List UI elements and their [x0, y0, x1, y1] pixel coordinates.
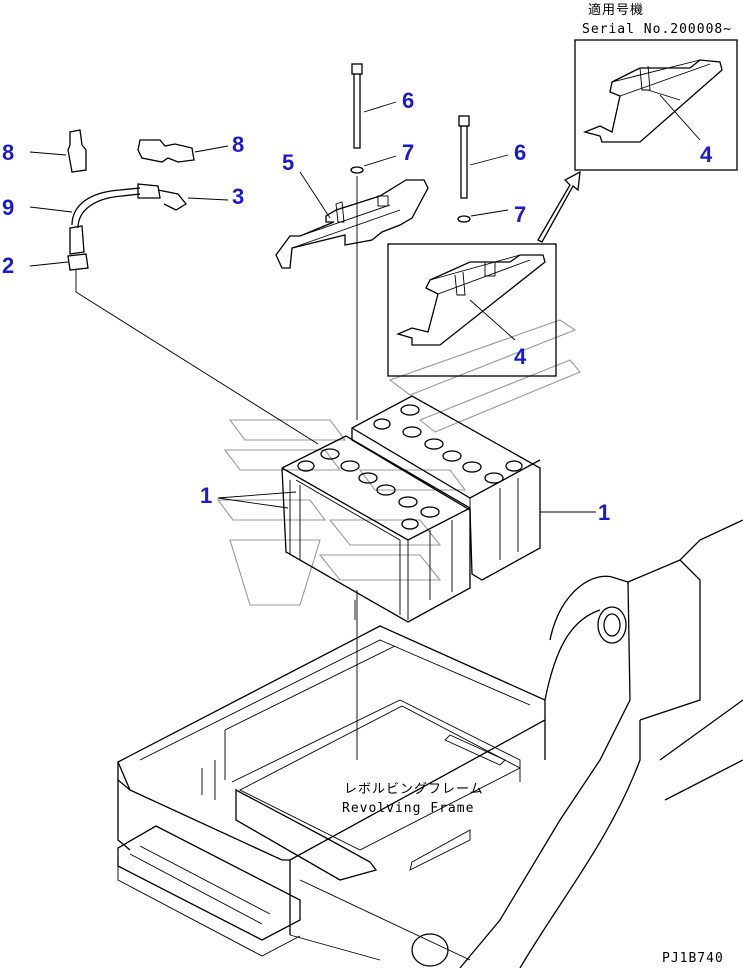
- washer-left: 7: [350, 140, 414, 174]
- bolt-right: 6: [458, 115, 526, 199]
- cable-terminal: 2: [2, 225, 319, 445]
- applicable-serial-label: 適用号機: [588, 2, 644, 18]
- callout-5: 5: [282, 150, 294, 175]
- battery-left: 1: [200, 435, 471, 623]
- terminal-cap-right: 8: [137, 132, 244, 163]
- revolving-frame: [117, 519, 743, 969]
- callout-7-left: 7: [402, 140, 414, 165]
- serial-number-text: Serial No.200008~: [582, 22, 732, 37]
- callout-7-right: 7: [514, 202, 526, 227]
- callout-6-left: 6: [402, 88, 414, 113]
- terminal-bolt: 3: [187, 184, 244, 209]
- terminal-cap-left: 8: [2, 129, 87, 173]
- callout-1-left: 1: [200, 483, 212, 508]
- bolt-left: 6: [351, 63, 414, 149]
- battery-clamp: 5: [275, 150, 429, 269]
- callout-3: 3: [232, 184, 244, 209]
- frame-label-japanese: レボルビングフレーム: [344, 782, 484, 797]
- callout-4-lower: 4: [514, 344, 527, 369]
- callout-1-right: 1: [598, 500, 610, 525]
- washer-right: 7: [457, 202, 526, 227]
- arrow-to-upper-inset: [537, 170, 581, 243]
- callout-9: 9: [2, 195, 14, 220]
- callout-8-right: 8: [232, 132, 244, 157]
- callout-4-upper: 4: [700, 142, 713, 167]
- frame-label-english: Revolving Frame: [342, 801, 474, 816]
- callout-6-right: 6: [514, 140, 526, 165]
- callout-8-left: 8: [2, 140, 14, 165]
- battery-right: 1: [351, 395, 610, 581]
- inset-box-upper: 4: [574, 39, 738, 171]
- inset-box-lower: 4: [387, 243, 557, 377]
- battery-cable: 9: [2, 183, 187, 229]
- frame-label: レボルビングフレーム Revolving Frame: [342, 782, 484, 816]
- drawing-code: PJ1B740: [662, 951, 724, 966]
- serial-note: 適用号機 Serial No.200008~: [582, 2, 732, 37]
- callout-2: 2: [2, 253, 14, 278]
